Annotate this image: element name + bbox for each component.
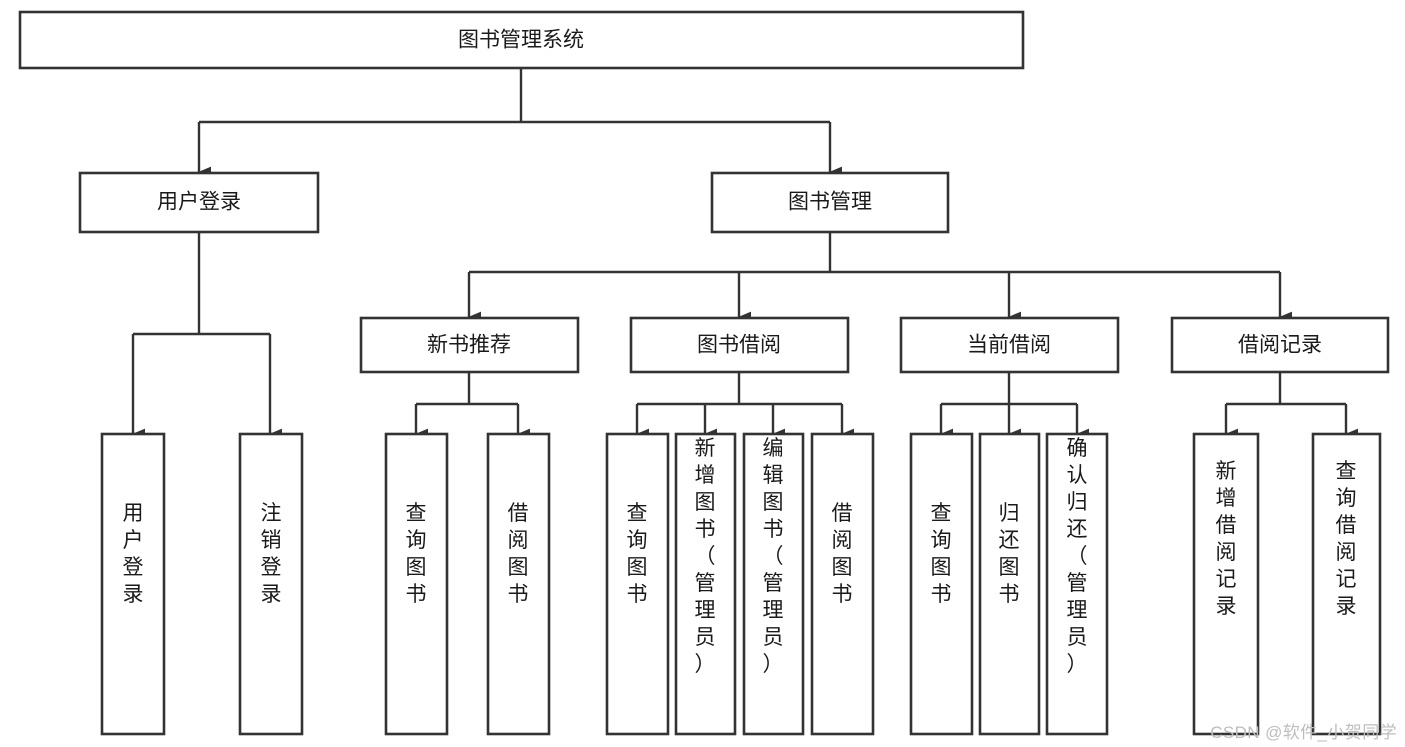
leaf-new-book-query-box [384,432,449,736]
node-new-book-recommend-label: 新书推荐 [427,334,511,357]
node-borrow-record-label: 借阅记录 [1238,334,1322,357]
node-book-management-label: 图书管理 [788,191,872,214]
csdn-watermark: CSDN @软件_小贺同学 [1210,723,1397,742]
node-user-login-box [78,171,320,234]
leaf-user-login-login-label: 用户登录 [123,502,144,606]
leaf-current-borrow-query-label: 查询图书 [931,502,952,606]
node-current-borrow-label: 当前借阅 [967,334,1051,357]
leaf-user-login-login[interactable]: 用户登录 [100,432,166,736]
leaf-current-borrow-return-box [978,432,1041,736]
node-new-book-recommend-box [359,316,580,374]
leaf-current-borrow-query[interactable]: 查询图书 [909,432,974,736]
node-book-borrow[interactable]: 图书借阅 [629,316,850,374]
connector-layer [131,68,1359,440]
leaf-book-borrow-add-label: 新增图书（管理员） [695,437,716,676]
leaf-current-borrow-return[interactable]: 归还图书 [978,432,1041,736]
leaf-new-book-query-label: 查询图书 [406,502,427,606]
leaf-new-book-borrow[interactable]: 借阅图书 [486,432,551,736]
leaf-book-borrow-add-box [674,432,737,736]
node-borrow-record[interactable]: 借阅记录 [1170,316,1390,374]
node-current-borrow[interactable]: 当前借阅 [899,316,1120,374]
node-current-borrow-box [899,316,1120,374]
leaf-user-login-logout-label: 注销登录 [261,502,282,606]
leaf-new-book-borrow-box [486,432,551,736]
leaf-book-borrow-edit-label: 编辑图书（管理员） [763,437,784,676]
node-root-box [18,10,1025,70]
leaf-current-borrow-confirm-box [1045,432,1109,736]
node-root-label: 图书管理系统 [458,29,584,52]
leaf-book-borrow-borrow[interactable]: 借阅图书 [810,432,875,736]
node-book-borrow-box [629,316,850,374]
node-book-borrow-label: 图书借阅 [697,334,781,357]
leaf-book-borrow-borrow-box [810,432,875,736]
leaf-current-borrow-return-label: 归还图书 [999,502,1020,606]
leaf-borrow-record-add-box [1192,432,1260,736]
node-root-book-management-system[interactable]: 图书管理系统 [18,10,1025,70]
leaf-current-borrow-confirm-label: 确认归还（管理员） [1067,437,1088,676]
leaf-borrow-record-add[interactable]: 新增借阅记录 [1192,432,1260,736]
leaf-book-borrow-add[interactable]: 新增图书（管理员） [674,432,737,736]
leaf-book-borrow-query-box [605,432,670,736]
leaf-borrow-record-add-label: 新增借阅记录 [1216,460,1237,618]
leaf-user-login-logout[interactable]: 注销登录 [238,432,304,736]
node-user-login[interactable]: 用户登录 [78,171,320,234]
leaf-borrow-record-query[interactable]: 查询借阅记录 [1311,432,1382,736]
leaf-book-borrow-edit-box [742,432,805,736]
leaf-borrow-record-query-label: 查询借阅记录 [1336,460,1357,618]
leaf-new-book-borrow-label: 借阅图书 [508,502,529,606]
node-new-book-recommend[interactable]: 新书推荐 [359,316,580,374]
node-user-login-label: 用户登录 [157,191,241,214]
node-borrow-record-box [1170,316,1390,374]
leaf-new-book-query[interactable]: 查询图书 [384,432,449,736]
leaf-user-login-logout-box [238,432,304,736]
leaf-book-borrow-query-label: 查询图书 [627,502,648,606]
node-book-management[interactable]: 图书管理 [710,171,950,234]
leaf-book-borrow-edit[interactable]: 编辑图书（管理员） [742,432,805,736]
leaf-current-borrow-confirm[interactable]: 确认归还（管理员） [1045,432,1109,736]
leaf-user-login-login-box [100,432,166,736]
leaf-book-borrow-query[interactable]: 查询图书 [605,432,670,736]
leaf-borrow-record-query-box [1311,432,1382,736]
leaf-book-borrow-borrow-label: 借阅图书 [832,502,853,606]
leaf-current-borrow-query-box [909,432,974,736]
node-book-management-box [710,171,950,234]
